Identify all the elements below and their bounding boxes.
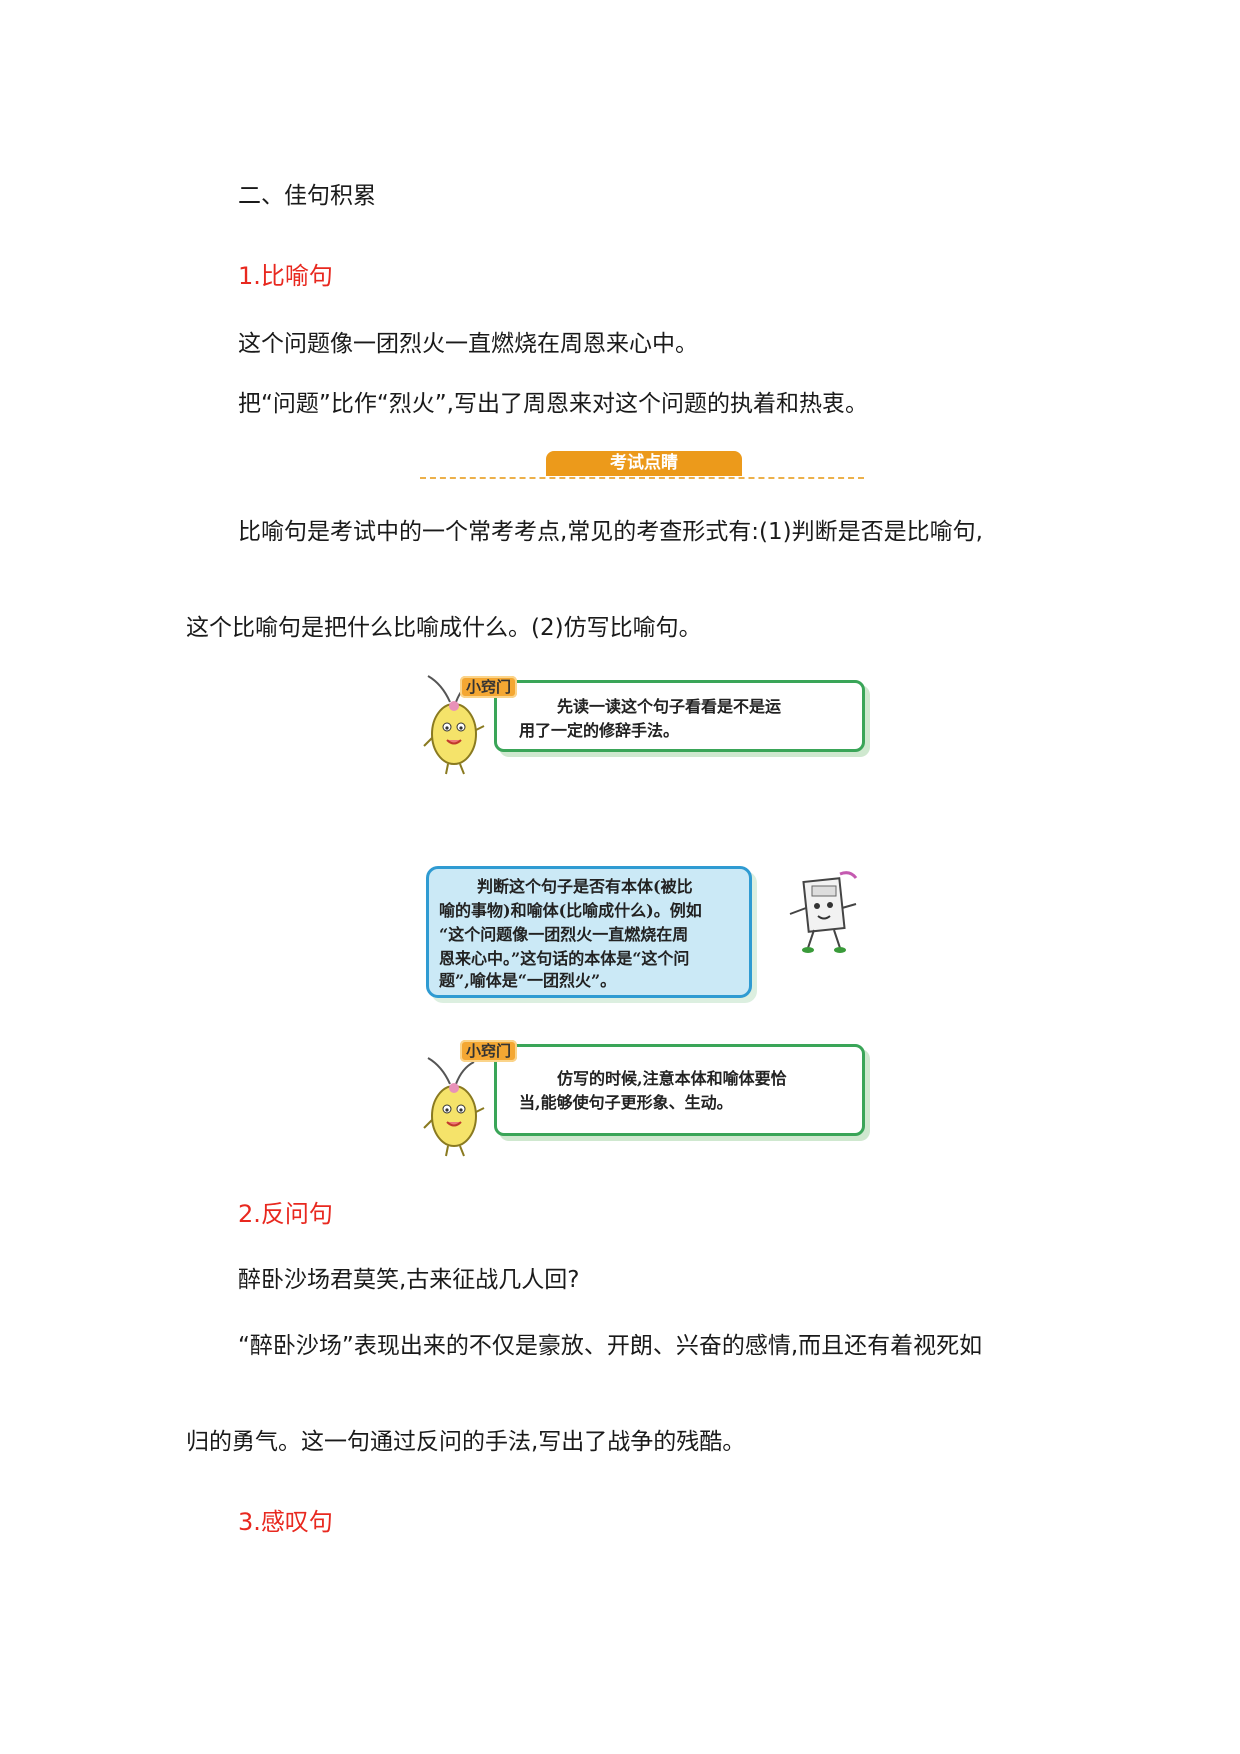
tip1-line1: 先读一读这个句子看看是不是运 [557, 697, 782, 716]
rhetorical-explanation-line2: 归的勇气。这一句通过反问的手法,写出了战争的残酷。 [186, 1429, 746, 1455]
tip2-bubble: 判断这个句子是否有本体(被比 喻的事物)和喻体(比喻成什么)。例如 “这个问题像… [426, 866, 752, 998]
tip3-tag: 小窍门 [460, 1040, 518, 1062]
section-heading: 二、佳句积累 [238, 183, 376, 209]
bean-mascot-icon [420, 672, 486, 780]
tip2-line1: 判断这个句子是否有本体(被比 [477, 877, 693, 896]
tip3-line2: 当,能够使句子更形象、生动。 [519, 1093, 733, 1112]
tip3-bubble: 仿写的时候,注意本体和喻体要恰 当,能够使句子更形象、生动。 [494, 1044, 865, 1136]
tip2-line3: “这个问题像一团烈火一直燃烧在周 [439, 925, 689, 944]
tip1-tag: 小窍门 [460, 676, 518, 698]
book-mascot-icon [784, 868, 864, 956]
tip3-line1: 仿写的时候,注意本体和喻体要恰 [557, 1069, 787, 1088]
simile-heading: 1.比喻句 [238, 262, 333, 290]
rhetorical-explanation-line1: “醉卧沙场”表现出来的不仅是豪放、开朗、兴奋的感情,而且还有着视死如 [238, 1333, 983, 1359]
tip1-bubble: 先读一读这个句子看看是不是运 用了一定的修辞手法。 [494, 680, 865, 752]
banner-divider [420, 477, 864, 479]
exam-text-line1: 比喻句是考试中的一个常考考点,常见的考查形式有:(1)判断是否是比喻句, [238, 519, 983, 545]
rhetorical-example: 醉卧沙场君莫笑,古来征战几人回? [238, 1267, 580, 1293]
simile-explanation: 把“问题”比作“烈火”,写出了周恩来对这个问题的执着和热衷。 [238, 391, 868, 417]
exam-text-line2: 这个比喻句是把什么比喻成什么。(2)仿写比喻句。 [186, 615, 702, 641]
bean-mascot-icon-2 [420, 1054, 486, 1162]
tip1-line2: 用了一定的修辞手法。 [519, 721, 680, 740]
tip2-line4: 恩来心中。”这句话的本体是“这个问 [439, 949, 690, 968]
exam-points-banner: 考试点睛 [546, 451, 742, 476]
tip2-line2: 喻的事物)和喻体(比喻成什么)。例如 [439, 901, 702, 920]
simile-example: 这个问题像一团烈火一直燃烧在周恩来心中。 [238, 331, 698, 357]
exclamatory-heading: 3.感叹句 [238, 1508, 333, 1536]
rhetorical-heading: 2.反问句 [238, 1200, 333, 1228]
tip2-line5: 题”,喻体是“一团烈火”。 [439, 971, 617, 990]
